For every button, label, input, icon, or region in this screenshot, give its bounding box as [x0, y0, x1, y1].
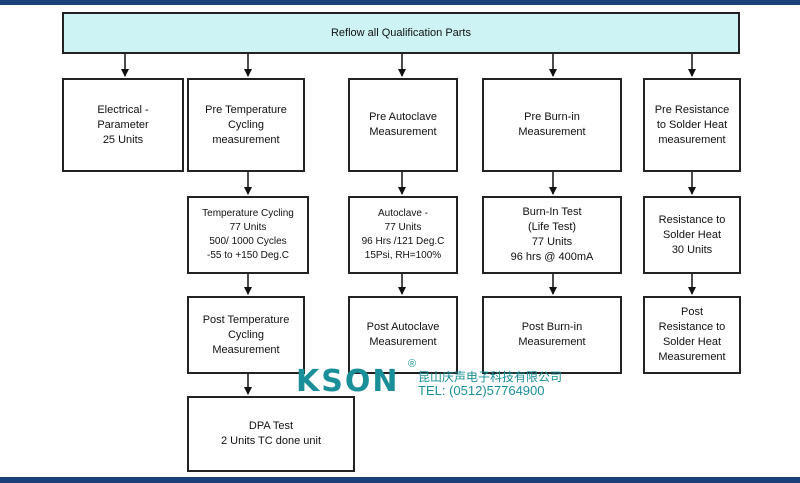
post-burn-in-box: Post Burn-in Measurement [482, 296, 622, 374]
post-autoclave-box: Post Autoclave Measurement [348, 296, 458, 374]
pre-resistance-solder-heat-box: Pre Resistance to Solder Heat measuremen… [643, 78, 741, 172]
company-name: 昆山庆声电子科技有限公司 [418, 370, 563, 384]
post-resistance-solder-heat-box: Post Resistance to Solder Heat Measureme… [643, 296, 741, 374]
company-telephone: TEL: (0512)57764900 [418, 383, 545, 398]
pre-autoclave-box: Pre Autoclave Measurement [348, 78, 458, 172]
autoclave-box: Autoclave - 77 Units 96 Hrs /121 Deg.C 1… [348, 196, 458, 274]
electrical-parameter-box: Electrical - Parameter 25 Units [62, 78, 184, 172]
pre-burn-in-box: Pre Burn-in Measurement [482, 78, 622, 172]
post-temperature-cycling-box: Post Temperature Cycling Measurement [187, 296, 305, 374]
resistance-solder-heat-box: Resistance to Solder Heat 30 Units [643, 196, 741, 274]
top-border-bar [0, 0, 800, 5]
kson-logo-mark: KSON [296, 364, 400, 399]
bottom-border-bar [0, 477, 800, 483]
burn-in-test-box: Burn-In Test (Life Test) 77 Units 96 hrs… [482, 196, 622, 274]
temperature-cycling-box: Temperature Cycling 77 Units 500/ 1000 C… [187, 196, 309, 274]
reflow-header-box: Reflow all Qualification Parts [62, 12, 740, 54]
pre-temperature-cycling-box: Pre Temperature Cycling measurement [187, 78, 305, 172]
dpa-test-box: DPA Test 2 Units TC done unit [187, 396, 355, 472]
kson-watermark-logo: KSON ® 昆山庆声电子科技有限公司 TEL: (0512)57764900 [296, 358, 596, 402]
registered-mark: ® [408, 358, 417, 370]
